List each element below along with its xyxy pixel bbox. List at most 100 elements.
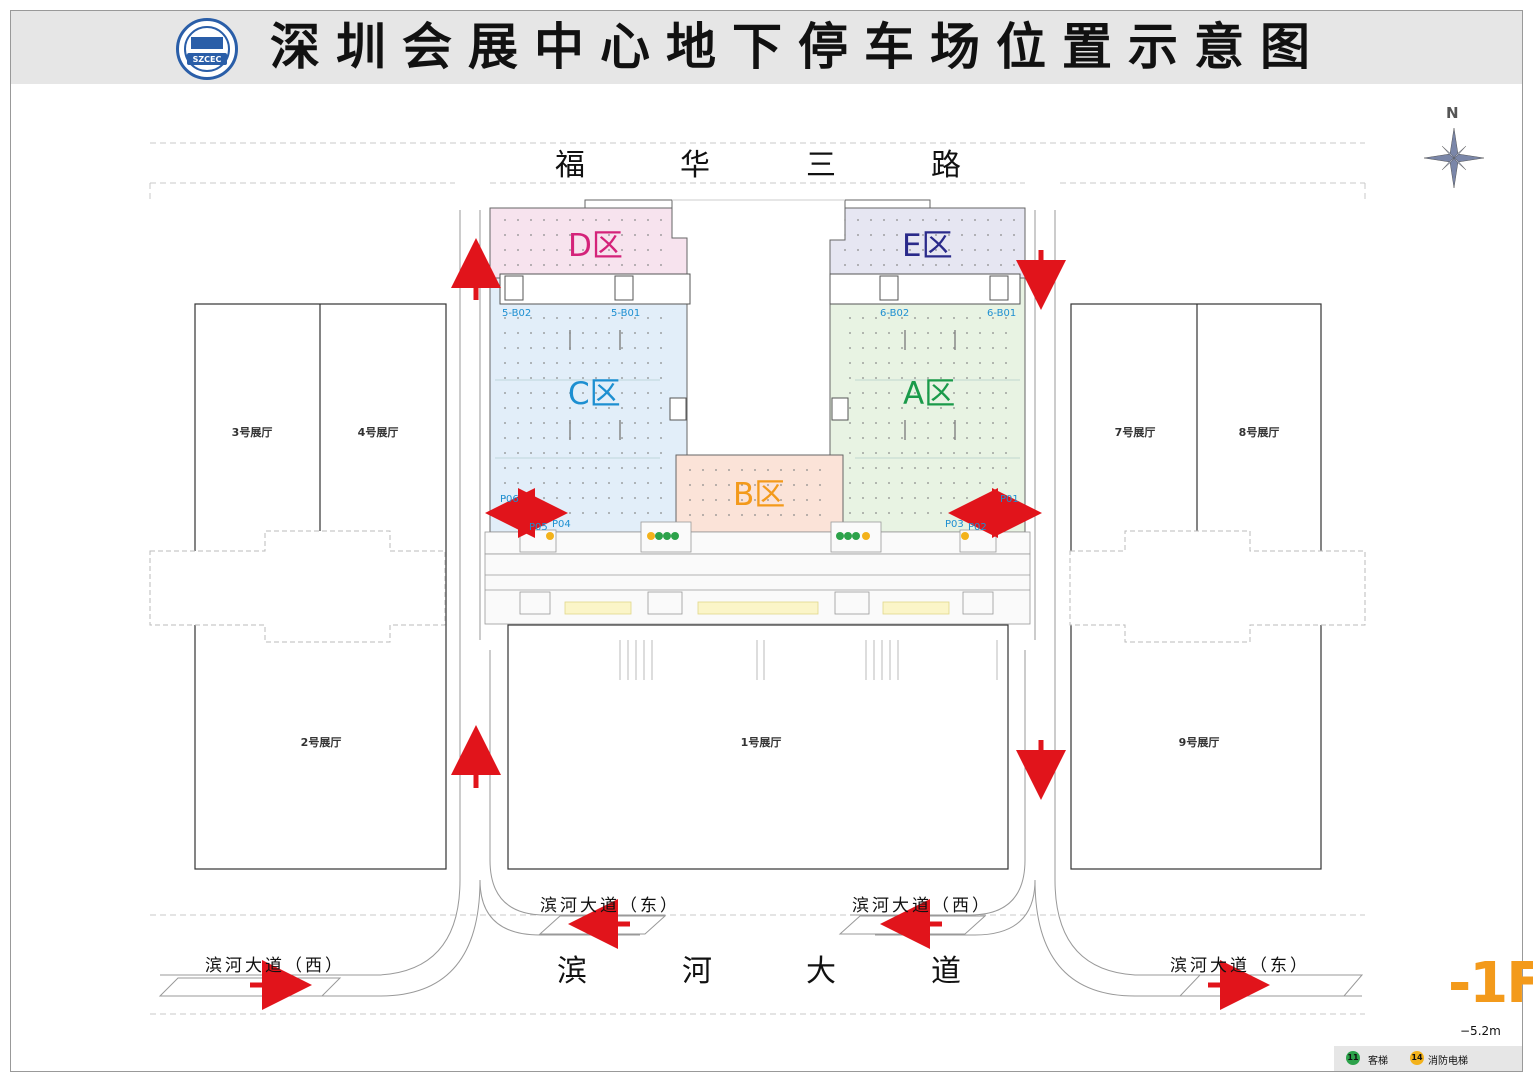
grid-dot [608, 482, 610, 484]
grid-dot [517, 482, 519, 484]
grid-dot [582, 422, 584, 424]
grid-dot [754, 484, 756, 486]
grid-dot [647, 264, 649, 266]
grid-dot [862, 317, 864, 319]
grid-dot [608, 317, 610, 319]
grid-dot [595, 497, 597, 499]
grid-dot [621, 467, 623, 469]
gate-p03: P03 [945, 519, 964, 530]
grid-dot [927, 332, 929, 334]
grid-dot [647, 482, 649, 484]
grid-dot [927, 452, 929, 454]
grid-dot [1013, 219, 1015, 221]
grid-dot [1005, 362, 1007, 364]
grid-dot [992, 392, 994, 394]
grid-dot [702, 469, 704, 471]
grid-dot [569, 219, 571, 221]
grid-dot [953, 377, 955, 379]
grid-dot [595, 362, 597, 364]
grid-dot [888, 497, 890, 499]
grid-dot [1005, 392, 1007, 394]
grid-dot [870, 234, 872, 236]
grid-dot [569, 362, 571, 364]
grid-dot [582, 407, 584, 409]
grid-dot [979, 407, 981, 409]
grid-dot [940, 497, 942, 499]
grid-dot [940, 437, 942, 439]
grid-dot [517, 467, 519, 469]
grid-dot [849, 392, 851, 394]
grid-dot [819, 484, 821, 486]
grid-dot [875, 362, 877, 364]
stairwells [499, 273, 1021, 421]
grid-dot [914, 422, 916, 424]
grid-dot [569, 407, 571, 409]
grid-dot [948, 234, 950, 236]
grid-dot [621, 392, 623, 394]
grid-dot [608, 347, 610, 349]
grid-dot [940, 392, 942, 394]
ramp-label-east: 滨河大道（东） [1170, 956, 1310, 976]
grid-dot [875, 467, 877, 469]
grid-dot [621, 482, 623, 484]
grid-dot [888, 467, 890, 469]
grid-dot [966, 437, 968, 439]
grid-dot [556, 249, 558, 251]
grid-dot [647, 497, 649, 499]
grid-dot [530, 497, 532, 499]
grid-dot [979, 437, 981, 439]
grid-dot [875, 482, 877, 484]
grid-dot [966, 407, 968, 409]
hall-2-label: 2号展厅 [300, 736, 342, 749]
grid-dot [569, 497, 571, 499]
grid-dot [849, 437, 851, 439]
grid-dot [556, 234, 558, 236]
grid-dot [582, 219, 584, 221]
grid-dot [634, 317, 636, 319]
grid-dot [992, 317, 994, 319]
south-road-char-2: 河 [682, 954, 712, 989]
grid-dot [966, 482, 968, 484]
zone-c-label: C区 [568, 376, 621, 412]
grid-dot [979, 452, 981, 454]
grid-dot [634, 407, 636, 409]
grid-dot [517, 347, 519, 349]
grid-dot [647, 377, 649, 379]
grid-dot [849, 452, 851, 454]
ramp-label-east-west-side: 滨河大道（东） [540, 896, 680, 916]
grid-dot [862, 332, 864, 334]
grid-dot [1000, 234, 1002, 236]
grid-dot [647, 234, 649, 236]
grid-dot [979, 467, 981, 469]
grid-dot [504, 347, 506, 349]
grid-dot [961, 264, 963, 266]
zone-b-label: B区 [733, 477, 786, 513]
grid-dot [875, 452, 877, 454]
grid-dot [660, 264, 662, 266]
grid-dot [1005, 377, 1007, 379]
grid-dot [922, 264, 924, 266]
grid-dot [569, 512, 571, 514]
grid-dot [647, 512, 649, 514]
grid-dot [1000, 264, 1002, 266]
grid-dot [922, 249, 924, 251]
grid-dot [634, 512, 636, 514]
grid-dot [517, 362, 519, 364]
grid-dot [582, 377, 584, 379]
grid-dot [857, 234, 859, 236]
grid-dot [992, 332, 994, 334]
grid-dot [517, 392, 519, 394]
grid-dot [914, 482, 916, 484]
grid-dot [966, 332, 968, 334]
grid-dot [530, 482, 532, 484]
grid-dot [862, 512, 864, 514]
grid-dot [857, 264, 859, 266]
grid-dot [595, 234, 597, 236]
grid-dot [582, 392, 584, 394]
hall-9-label: 9号展厅 [1178, 736, 1220, 749]
grid-dot [927, 512, 929, 514]
grid-dot [992, 362, 994, 364]
grid-dot [582, 452, 584, 454]
grid-dot [1000, 219, 1002, 221]
grid-dot [634, 497, 636, 499]
